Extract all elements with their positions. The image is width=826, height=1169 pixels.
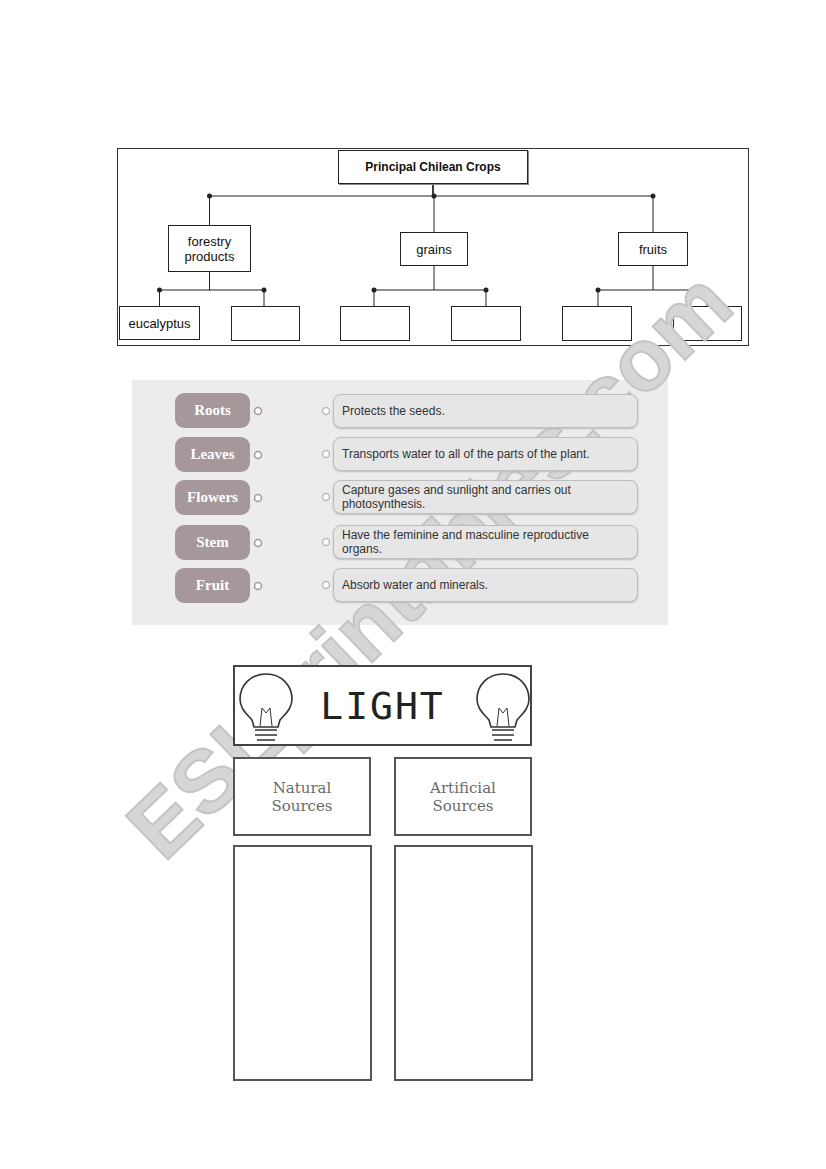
column-heading: Artificial Sources	[394, 757, 532, 836]
part-pill: Stem	[175, 525, 250, 560]
node-text: Have the feminine and masculine reproduc…	[342, 528, 629, 556]
node-text: Roots	[194, 402, 231, 419]
category-box: grains	[400, 232, 468, 266]
node-text: fruits	[639, 242, 667, 257]
node-text: Stem	[196, 534, 229, 551]
part-pill: Leaves	[175, 437, 250, 472]
title-box: Principal Chilean Crops	[338, 150, 528, 184]
function-box: Absorb water and minerals.	[333, 568, 638, 602]
node-text: LIGHT	[320, 684, 444, 728]
joint-dot	[157, 288, 162, 293]
part-pill: Roots	[175, 393, 250, 428]
tree-connector	[432, 184, 437, 232]
node-text: Fruit	[196, 577, 229, 594]
node-text: Flowers	[187, 489, 238, 506]
tree-connector	[157, 272, 210, 306]
node-text: Natural Sources	[257, 779, 347, 815]
node-text: Transports water to all of the parts of …	[342, 447, 590, 461]
match-dots	[255, 408, 330, 590]
node-text: grains	[416, 242, 451, 257]
panel	[132, 380, 668, 625]
answer-boxes	[234, 846, 532, 1080]
branch-dots	[262, 288, 710, 293]
node-text: Absorb water and minerals.	[342, 578, 488, 592]
function-box: Protects the seeds.	[333, 394, 638, 428]
part-pill: Flowers	[175, 480, 250, 515]
empty-boxes	[232, 307, 742, 341]
node-text: Principal Chilean Crops	[365, 160, 500, 174]
node-text: Protects the seeds.	[342, 404, 445, 418]
tree-connector	[433, 184, 656, 232]
joint-dot	[207, 194, 212, 199]
tree-connector	[207, 184, 433, 225]
node-text: eucalyptus	[128, 316, 190, 331]
part-pill: Fruit	[175, 568, 250, 603]
crop-box: eucalyptus	[119, 306, 200, 340]
node-text: Capture gases and sunlight and carries o…	[342, 483, 629, 511]
category-box: forestry products	[168, 225, 251, 272]
joint-dot	[651, 194, 656, 199]
function-box: Capture gases and sunlight and carries o…	[333, 480, 638, 514]
branch-lines	[209, 266, 707, 306]
frame	[118, 149, 749, 346]
node-text: forestry products	[174, 234, 245, 264]
node-text: Leaves	[190, 446, 234, 463]
node-text: Artificial Sources	[418, 779, 508, 815]
heading-box: LIGHT	[233, 665, 532, 746]
category-box: fruits	[618, 232, 688, 266]
function-box: Have the feminine and masculine reproduc…	[333, 525, 638, 559]
joint-dot	[432, 194, 437, 199]
column-heading: Natural Sources	[233, 757, 371, 836]
function-box: Transports water to all of the parts of …	[333, 437, 638, 471]
